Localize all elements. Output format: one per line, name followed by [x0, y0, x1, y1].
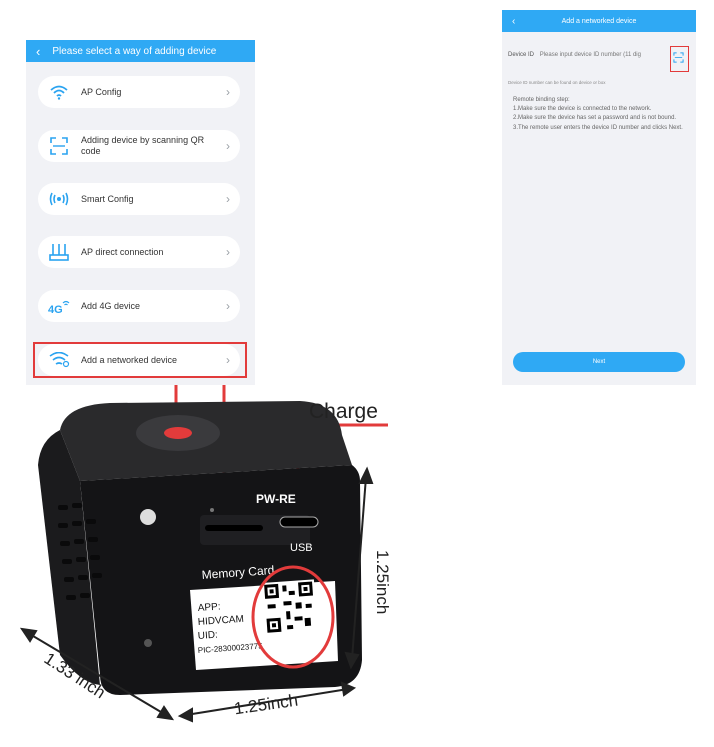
wifi-icon	[48, 81, 70, 103]
qr-scan-icon	[48, 135, 70, 157]
option-ap-direct[interactable]: AP direct connection ›	[38, 236, 240, 268]
cloud-wifi-icon	[48, 349, 70, 371]
option-networked-device[interactable]: Add a networked device ›	[38, 344, 240, 376]
sticker-line: HIDVCAM	[197, 614, 244, 628]
chevron-right-icon: ›	[226, 353, 230, 367]
option-label: Smart Config	[81, 193, 134, 204]
memory-card-slot	[205, 525, 263, 531]
step-line: 3.The remote user enters the device ID n…	[513, 124, 683, 131]
usb-label: USB	[290, 542, 313, 554]
next-button[interactable]: Next	[513, 352, 685, 372]
sticker-line: APP:	[197, 601, 221, 614]
device-id-input[interactable]: Please input device ID number (11 dig	[539, 52, 641, 58]
usb-port	[279, 516, 319, 528]
chevron-right-icon: ›	[226, 139, 230, 153]
chevron-right-icon: ›	[226, 299, 230, 313]
back-arrow-icon[interactable]: ‹	[36, 43, 41, 59]
option-add-4g[interactable]: 4G Add 4G device ›	[38, 290, 240, 322]
binding-steps: Remote binding step: 1.Make sure the dev…	[513, 96, 693, 133]
router-icon	[48, 241, 70, 263]
option-scan-qr[interactable]: Adding device by scanning QR code ›	[38, 130, 240, 162]
option-ap-config[interactable]: AP Config ›	[38, 76, 240, 108]
broadcast-icon	[48, 188, 70, 210]
scan-highlight-frame	[670, 46, 689, 72]
svg-text:4G: 4G	[48, 304, 63, 315]
lens-ring	[140, 509, 156, 525]
highlight-frame	[33, 342, 247, 378]
step-line: Remote binding step:	[513, 97, 570, 103]
option-label: Add a networked device	[81, 354, 178, 365]
memory-card-label: Memory Card	[201, 563, 274, 582]
back-arrow-icon[interactable]: ‹	[512, 15, 516, 27]
device-id-label: Device ID	[508, 52, 535, 58]
step-line: 2.Make sure the device has set a passwor…	[513, 115, 677, 122]
method-header: ‹ Please select a way of adding device	[26, 40, 255, 62]
scan-icon[interactable]	[673, 52, 684, 63]
chevron-right-icon: ›	[226, 85, 230, 99]
power-button-dot	[164, 427, 192, 439]
networked-header: ‹ Add a networked device	[502, 10, 696, 32]
option-label: AP direct connection	[81, 246, 164, 257]
charge-label: Charge	[309, 400, 378, 423]
sticker-line: UID:	[197, 630, 218, 642]
chevron-right-icon: ›	[226, 192, 230, 206]
option-smart-config[interactable]: Smart Config ›	[38, 183, 240, 215]
method-header-title: Please select a way of adding device	[52, 45, 217, 57]
height-dimension: 1.25inch	[373, 550, 392, 615]
side-vent-holes	[58, 503, 102, 600]
chevron-right-icon: ›	[226, 245, 230, 259]
option-label: AP Config	[81, 86, 122, 97]
option-label: Adding device by scanning QR code	[81, 135, 205, 156]
camera-side-face	[38, 430, 100, 685]
dimension-arrows	[19, 466, 374, 723]
device-id-hint: Device ID number can be found on device …	[508, 80, 606, 85]
step-line: 1.Make sure the device is connected to t…	[513, 106, 652, 113]
screw-hole	[144, 639, 152, 647]
qr-code	[262, 579, 318, 635]
networked-header-title: Add a networked device	[561, 17, 637, 25]
networked-device-screen: ‹ Add a networked device Device ID Pleas…	[502, 10, 696, 385]
indicator-led	[210, 508, 214, 512]
4g-icon: 4G	[48, 295, 70, 317]
camera-product-photo: PW-RE USB Memory Card APP: HIDVCAM UID: …	[19, 385, 388, 723]
port-label: PW-RE	[256, 492, 296, 506]
device-id-row: Device ID Please input device ID number …	[508, 52, 641, 58]
option-label: Add 4G device	[81, 300, 141, 311]
qr-highlight-circle	[251, 565, 335, 669]
